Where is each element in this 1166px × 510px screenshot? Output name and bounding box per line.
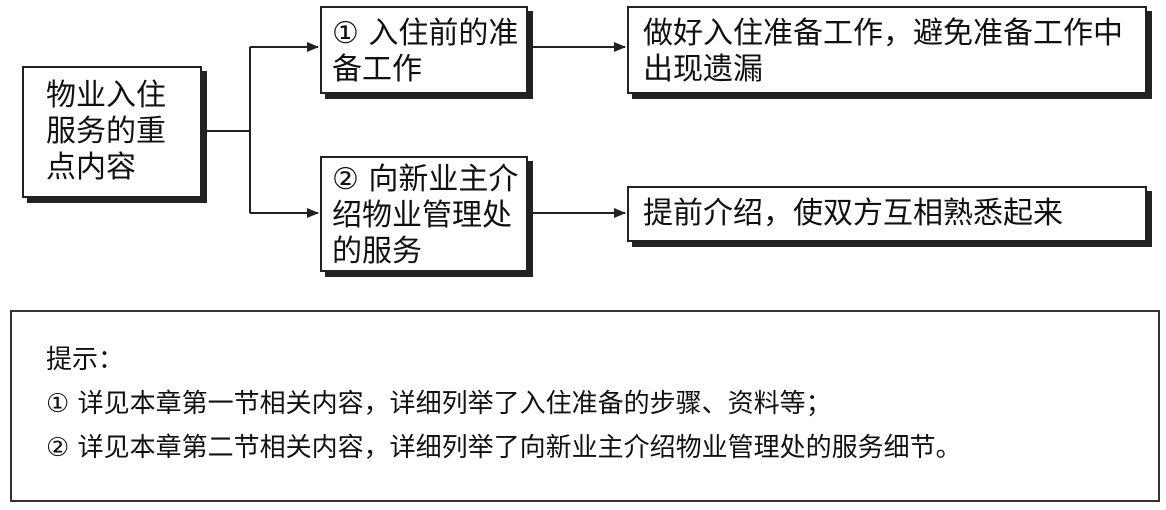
branch-2-line: 的服务: [332, 234, 422, 269]
root-line: 物业入住: [46, 78, 166, 113]
result-node-2: 提前介绍，使双方互相熟悉起来: [627, 186, 1147, 242]
result-1-line: 出现遗漏: [643, 52, 763, 87]
root-line: 点内容: [46, 150, 136, 185]
result-node-1: 做好入住准备工作，避免准备工作中 出现遗漏: [627, 6, 1147, 94]
result-2-line: 提前介绍，使双方互相熟悉起来: [643, 196, 1063, 231]
tip-box: 提示： ① 详见本章第一节相关内容，详细列举了入住准备的步骤、资料等； ② 详见…: [10, 310, 1160, 502]
tip-line-2: ② 详见本章第二节相关内容，详细列举了向新业主介绍物业管理处的服务细节。: [46, 433, 962, 463]
branch-1-line: ① 入住前的准: [332, 16, 519, 51]
tip-title: 提示：: [46, 345, 125, 375]
branch-node-1: ① 入住前的准 备工作: [320, 6, 528, 94]
root-line: 服务的重: [46, 114, 166, 149]
branch-2-line: 绍物业管理处: [332, 198, 512, 233]
connector-lines: [202, 42, 626, 218]
branch-1-line: 备工作: [332, 52, 422, 87]
root-node: 物业入住 服务的重 点内容: [22, 66, 202, 198]
tip-line-1: ① 详见本章第一节相关内容，详细列举了入住准备的步骤、资料等；: [46, 389, 832, 419]
result-1-line: 做好入住准备工作，避免准备工作中: [643, 16, 1123, 51]
branch-node-2: ② 向新业主介 绍物业管理处 的服务: [320, 156, 528, 272]
branch-2-line: ② 向新业主介: [332, 162, 519, 197]
